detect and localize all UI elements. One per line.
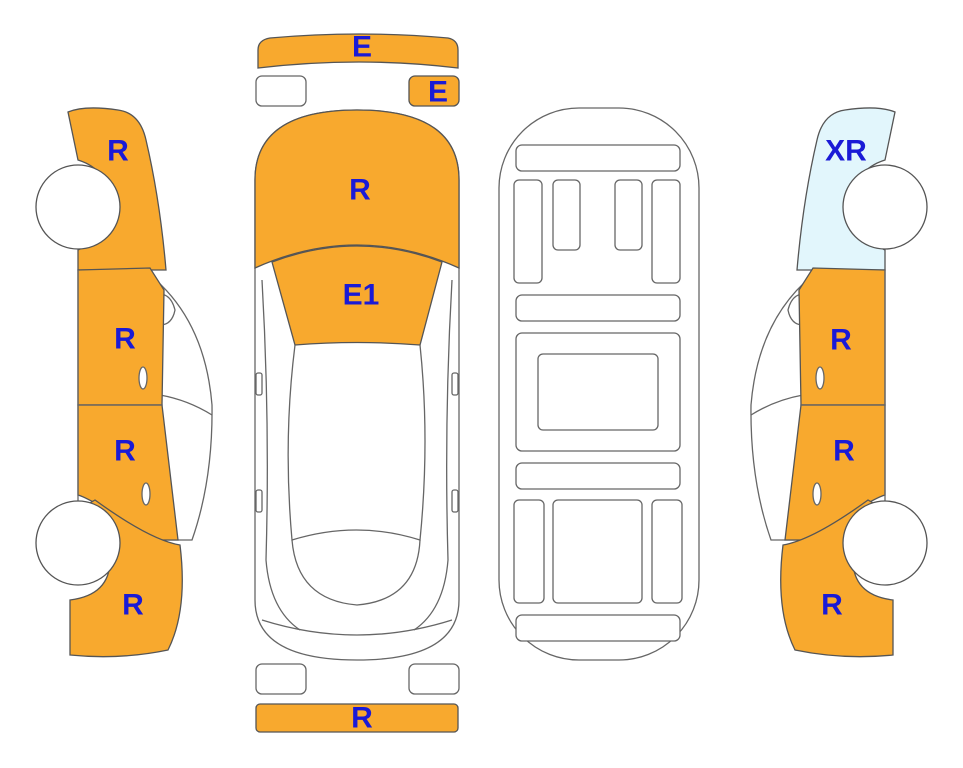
left-rear-door-label: R [114,435,136,468]
left-front-door-label: R [114,323,136,356]
right-front-door-label: R [830,324,852,357]
hood-label: R [349,174,371,207]
underbody-rear-panel [515,614,681,642]
right-rear-door-label: R [833,435,855,468]
right-front-fender-label: XR [825,135,867,168]
underbody-engine-mount-left [552,179,581,251]
front-right-lamp-label: E [428,76,448,109]
left-front-wheel [35,164,121,250]
left-rear-door-handle [141,482,151,506]
top-roof-outline [287,344,426,541]
left-mirror [255,372,263,396]
underbody-rear-rail-right [651,499,683,604]
right-rear-quarter-label: R [821,589,843,622]
underbody-front-rail-right [651,179,681,284]
left-front-fender-label: R [107,135,129,168]
right-front-door-handle [815,366,825,390]
rear-left-lamp-part[interactable] [255,663,307,695]
right-rear-door-handle [812,482,822,506]
underbody-front-crossmember [515,144,681,172]
windshield-cowl-part[interactable] [271,245,443,346]
top-right-pillar [413,279,453,631]
underbody-rear-rail-left [513,499,545,604]
right-rear-wheel [842,500,928,586]
right-side-view [750,107,928,658]
top-rear-window [291,539,421,606]
top-left-pillar [261,279,301,631]
rear-bumper-label: R [351,702,373,735]
underbody-rear-crossmember [515,462,681,490]
right-side-window-line [750,394,804,416]
left-rear-wheel [35,500,121,586]
right-mirror [451,372,459,396]
right-front-wheel [842,164,928,250]
right-door-handle [451,489,459,513]
hood-part[interactable] [254,109,460,270]
top-rear-deck [261,619,453,636]
underbody-floor-center [537,353,659,431]
left-side-window-line [159,394,213,416]
front-bumper-part[interactable] [257,33,459,69]
underbody-view [498,107,700,661]
underbody-front-rail-left [513,179,543,284]
rear-right-lamp-part[interactable] [408,663,460,695]
underbody-dash-crossmember [515,294,681,322]
windshield-cowl-label: E1 [343,279,380,312]
left-front-door-handle [138,366,148,390]
front-bumper-label: E [352,31,372,64]
front-right-lamp-part[interactable] [408,75,460,107]
front-left-lamp-part[interactable] [255,75,307,107]
underbody-spare-well [552,499,643,604]
left-rear-quarter-label: R [122,589,144,622]
left-door-handle [255,489,263,513]
underbody-engine-mount-right [614,179,643,251]
rear-bumper-part[interactable] [255,703,459,733]
left-side-view [35,107,213,658]
